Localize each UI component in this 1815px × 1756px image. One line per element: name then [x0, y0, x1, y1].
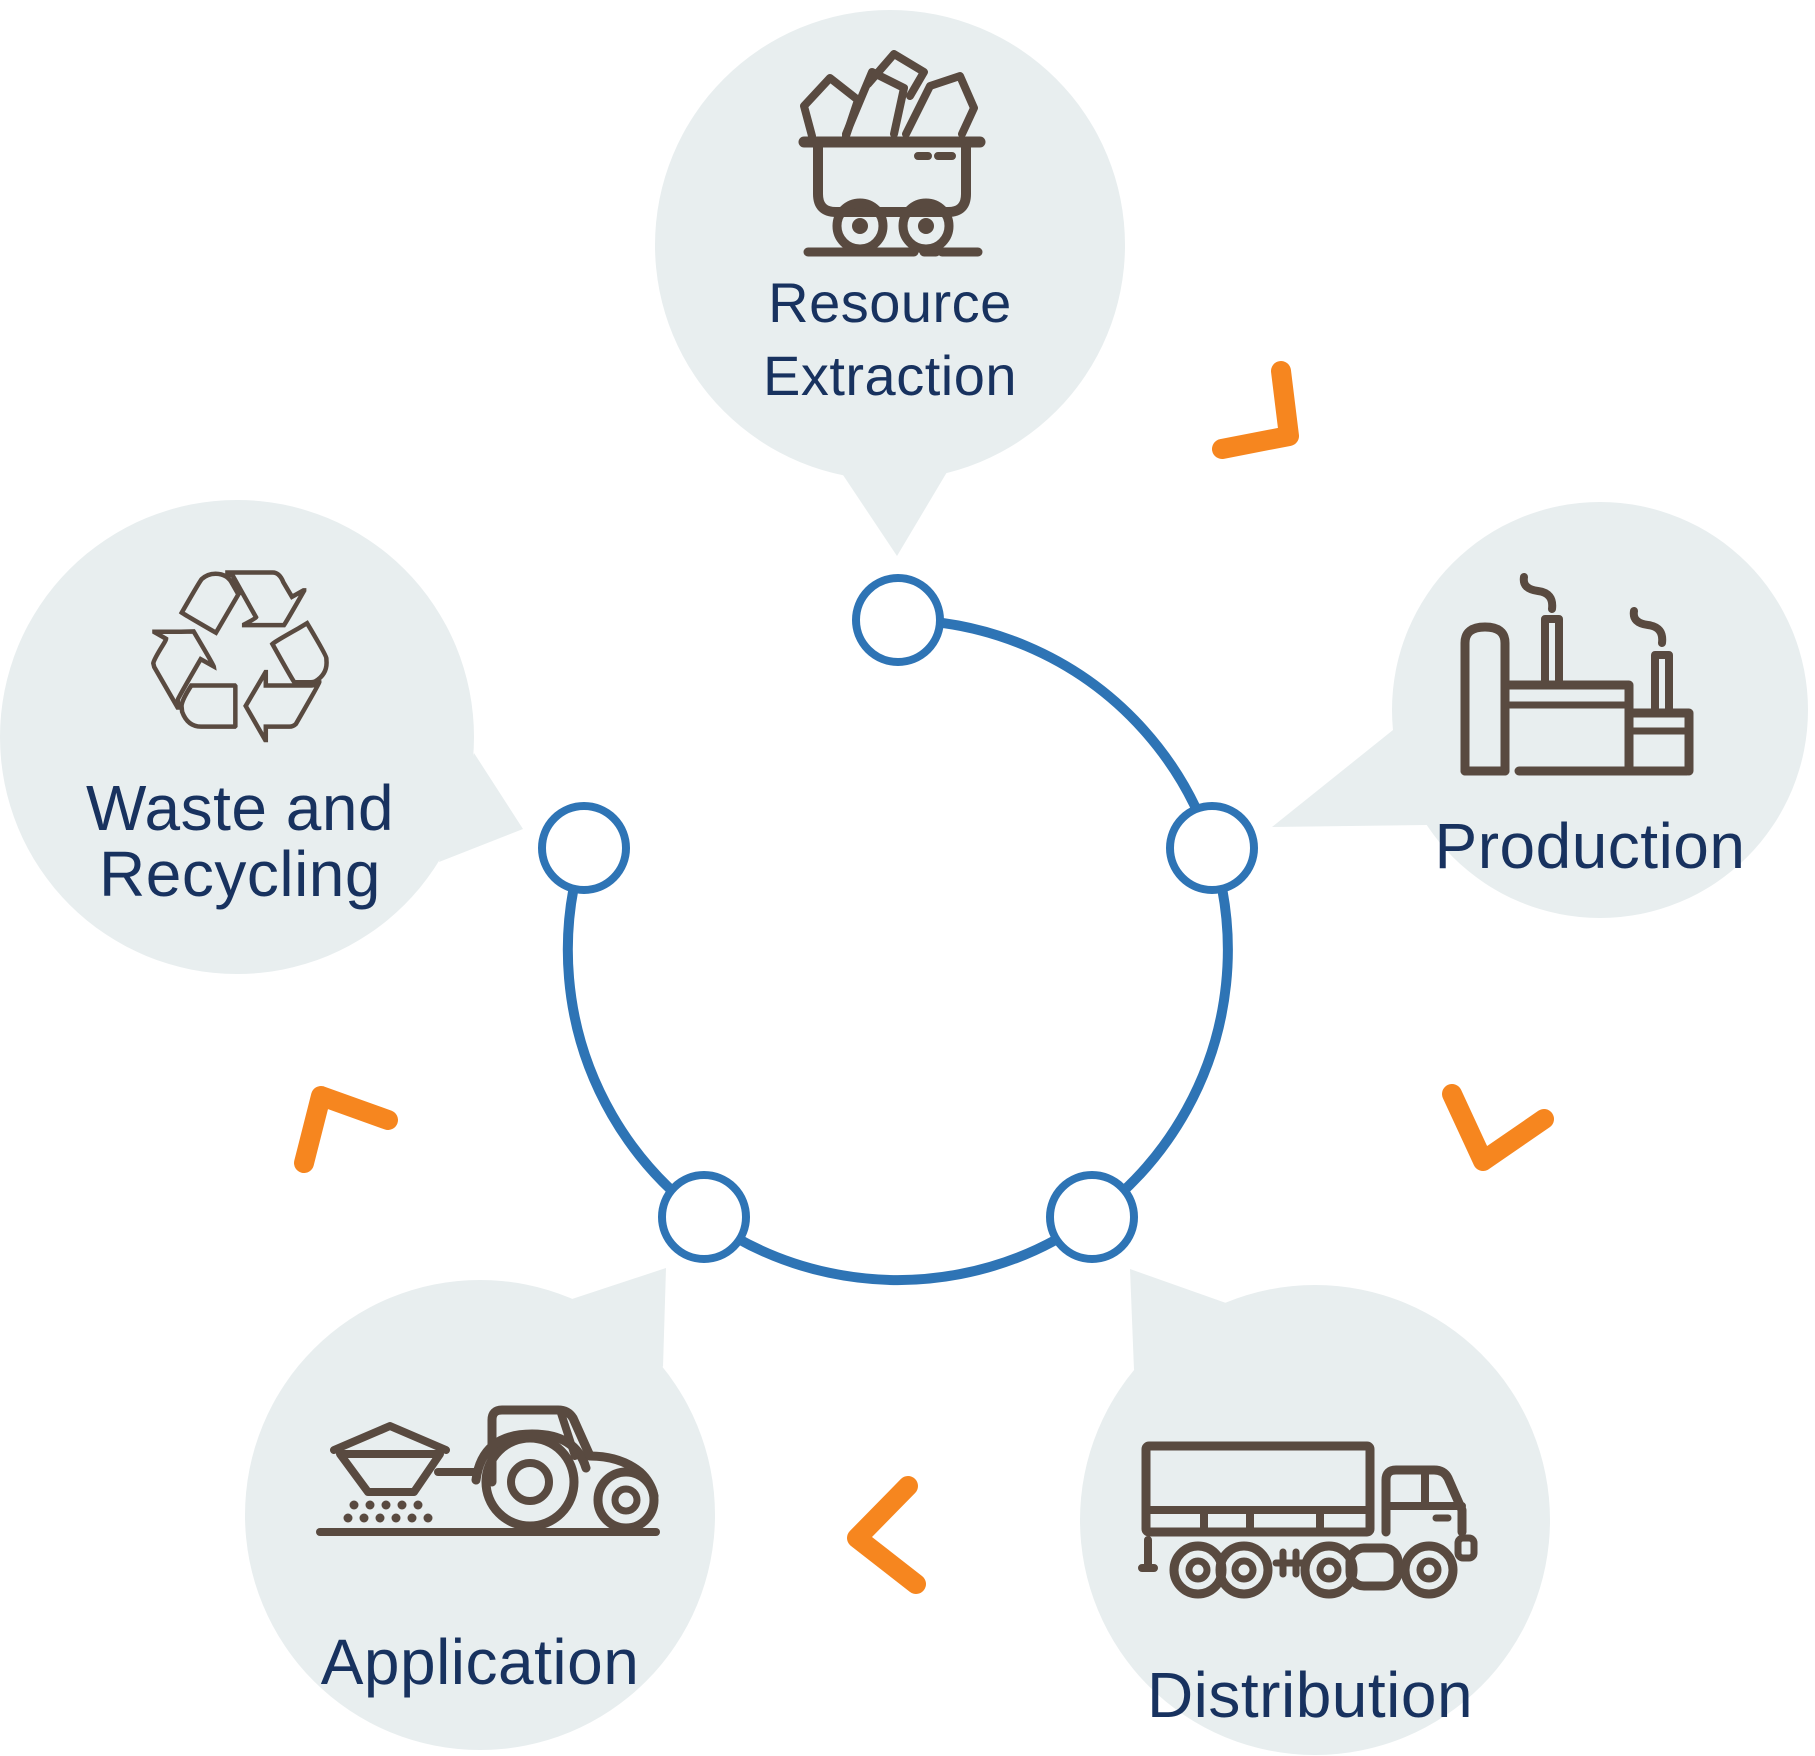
bubble-circle	[1080, 1285, 1550, 1755]
bubble-tail	[839, 467, 950, 556]
tractor-icon	[316, 1405, 660, 1536]
stage-labels: Resource Extraction Production Distribut…	[86, 271, 1746, 1731]
node-production	[1166, 802, 1258, 894]
label-resource-extraction-line1: Resource	[768, 271, 1012, 334]
bubble-tail	[1130, 1269, 1226, 1370]
bubble-circle	[0, 500, 474, 974]
flow-arrow-icon-4	[294, 1086, 398, 1173]
stage-bubble-distribution	[1080, 1269, 1550, 1755]
truck-icon	[1138, 1441, 1478, 1599]
bubble-circle	[655, 10, 1125, 480]
recycling-arrows-icon: ♻	[133, 520, 346, 797]
label-application: Application	[321, 1626, 640, 1698]
label-waste-and-recycling-line2: Recycling	[99, 838, 381, 910]
bubble-circle	[1392, 502, 1808, 918]
mining-cart-icon	[798, 50, 986, 257]
cycle-ring-arc	[562, 615, 1233, 1285]
node-application	[658, 1171, 750, 1263]
node-waste-and-recycling	[538, 802, 630, 894]
bubble-circle	[245, 1280, 715, 1750]
label-distribution: Distribution	[1147, 1659, 1473, 1731]
stage-bubble-waste-and-recycling	[0, 500, 523, 974]
flow-arrow-icon-3	[847, 1476, 926, 1594]
stage-bubble-application	[245, 1268, 715, 1750]
factory-icon	[1460, 573, 1694, 776]
bubble-tail	[1272, 730, 1427, 827]
label-production: Production	[1435, 810, 1746, 882]
label-resource-extraction-line2: Extraction	[763, 344, 1017, 407]
bubble-tail	[572, 1268, 666, 1367]
spreader-granule-dots	[343, 1500, 433, 1523]
stage-bubble-production	[1272, 502, 1808, 918]
stage-bubble-resource-extraction	[655, 10, 1125, 556]
label-waste-and-recycling-line1: Waste and	[86, 772, 394, 844]
node-distribution	[1046, 1171, 1138, 1263]
flow-arrow-icon-2	[1442, 1084, 1554, 1171]
node-resource-extraction	[852, 574, 944, 666]
flow-arrow-icon-1	[1212, 361, 1299, 459]
bubble-tail	[439, 753, 523, 862]
